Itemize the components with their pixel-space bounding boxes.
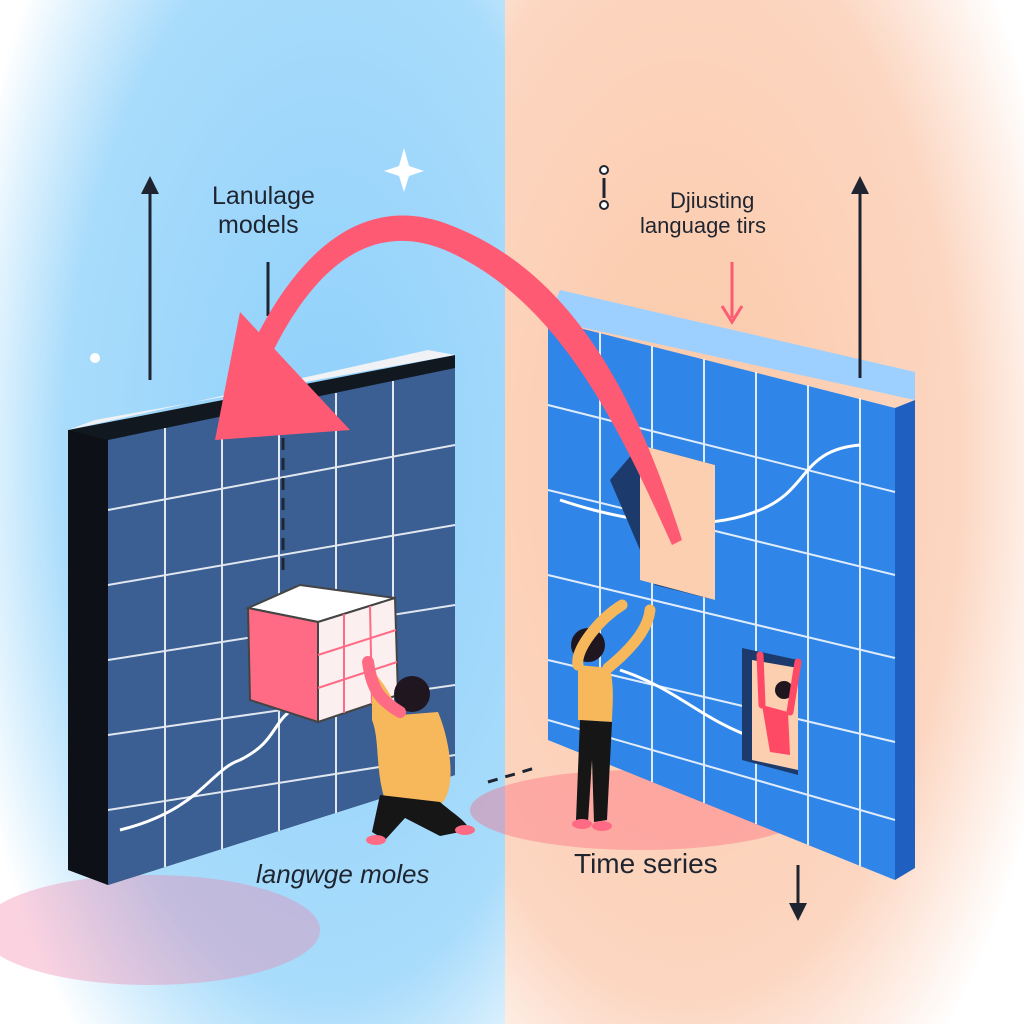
floor-glow-left	[0, 875, 320, 985]
right-title: Djiusting language tirs	[640, 188, 766, 239]
sparkle-icon	[384, 148, 424, 192]
left-title-line2: models	[218, 210, 299, 239]
right-grid-wall	[547, 290, 915, 880]
person-lifting	[571, 599, 656, 831]
left-title: Lanulage models	[212, 182, 315, 240]
curved-arrow-icon	[215, 215, 682, 545]
person-pushing	[362, 656, 475, 845]
right-title-line1: Djiusting	[670, 188, 755, 213]
right-title-line2: language tirs	[640, 213, 766, 239]
sparkle-dot	[90, 353, 100, 363]
right-caption: Time series	[574, 848, 718, 879]
left-title-line1: Lanulage	[212, 182, 315, 210]
left-caption: langwge moles	[256, 859, 430, 889]
dashed-line-bottom	[487, 766, 536, 784]
